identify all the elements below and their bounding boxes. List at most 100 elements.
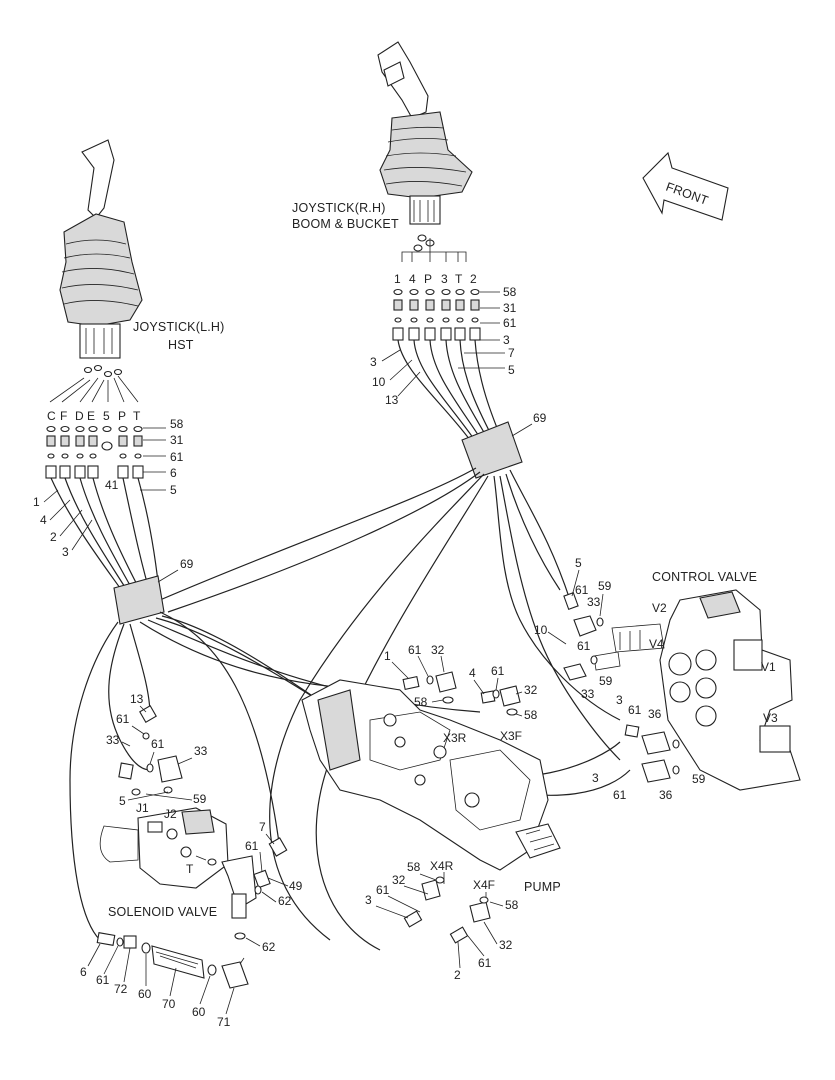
callout-rh-7: 7 (508, 346, 515, 360)
joystick-rh: JOYSTICK(R.H) BOOM & BUCKET (292, 41, 473, 262)
callout-b-32b: 32 (499, 938, 513, 952)
callout-cv-36a: 36 (648, 707, 662, 721)
callout-lh-2: 2 (50, 530, 57, 544)
callout-band-69-top: 69 (533, 411, 547, 425)
lh-port-e: E (87, 409, 95, 423)
callout-s-60a: 60 (138, 987, 152, 1001)
callout-lh-5: 5 (170, 483, 177, 497)
joystick-lh: JOYSTICK(L.H) HST (49, 139, 225, 403)
callout-lh-61: 61 (170, 450, 184, 464)
lh-port-5: 5 (103, 409, 110, 423)
callout-b-32: 32 (392, 873, 406, 887)
pump-title: PUMP (524, 880, 561, 894)
port-v3: V3 (763, 711, 778, 725)
control-valve: CONTROL VALVE V2 V4 V1 V3 (563, 570, 801, 791)
pump-top-fittings: 1 61 32 58 4 61 32 58 (384, 643, 538, 722)
callout-cv-59a: 59 (598, 579, 612, 593)
joystick-lh-callouts: 58 31 61 6 5 41 1 4 2 3 (33, 417, 184, 559)
callout-l-61b: 61 (151, 737, 165, 751)
control-valve-title: CONTROL VALVE (652, 570, 757, 584)
port-j2: J2 (164, 807, 177, 821)
hose-clamp-69-upper (461, 421, 523, 479)
callout-s-61: 61 (96, 973, 110, 987)
port-t: T (186, 862, 194, 876)
callout-p-58a: 58 (414, 695, 428, 709)
joystick-lh-title-line1: JOYSTICK(L.H) (133, 320, 225, 334)
callout-rh-3: 3 (503, 333, 510, 347)
callout-b-58b: 58 (505, 898, 519, 912)
callout-b-61: 61 (376, 883, 390, 897)
callout-l-61: 61 (116, 712, 130, 726)
solenoid-line-parts: 6 61 72 60 70 60 71 (80, 932, 249, 1029)
rh-port-t: T (455, 272, 463, 286)
callout-p-32b: 32 (524, 683, 538, 697)
callout-lh-41: 41 (105, 478, 119, 492)
left-fittings: 13 61 33 61 33 5 59 (106, 692, 208, 808)
callout-s-71: 71 (217, 1015, 231, 1029)
callout-lh-6: 6 (170, 466, 177, 480)
callout-cv-61a: 61 (575, 583, 589, 597)
callout-l-33a: 33 (106, 733, 120, 747)
callout-p-32a: 32 (431, 643, 445, 657)
callout-s-60b: 60 (192, 1005, 206, 1019)
hose-clamp-69-lower (113, 575, 165, 625)
callout-cv-59b: 59 (599, 674, 613, 688)
callout-rh-31: 31 (503, 301, 517, 315)
callout-p-4: 4 (469, 666, 476, 680)
callout-l-5: 5 (119, 794, 126, 808)
callout-cv-10: 10 (534, 623, 548, 637)
port-x4f: X4F (473, 878, 495, 892)
callout-cv-5: 5 (575, 556, 582, 570)
callout-cv-36b: 36 (659, 788, 673, 802)
callout-lh-4: 4 (40, 513, 47, 527)
pump-bottom-fittings: 58 32 61 3 58 32 61 2 (365, 860, 519, 982)
callout-s-6: 6 (80, 965, 87, 979)
callout-lh-1: 1 (33, 495, 40, 509)
rh-port-1: 1 (394, 272, 401, 286)
pump: PUMP X3R X3F X4R X4F (301, 679, 561, 900)
callout-b-58: 58 (407, 860, 421, 874)
callout-cv-59c: 59 (692, 772, 706, 786)
callout-p-61b: 61 (491, 664, 505, 678)
callout-cv-3a: 3 (616, 693, 623, 707)
callout-cv-3b: 3 (592, 771, 599, 785)
port-x3r: X3R (443, 731, 467, 745)
rh-port-p: P (424, 272, 432, 286)
callout-l-59: 59 (193, 792, 207, 806)
callout-b-61b: 61 (478, 956, 492, 970)
joystick-lh-fittings (45, 425, 144, 479)
joystick-rh-callouts: 58 31 61 3 7 5 3 10 13 (370, 285, 517, 407)
joystick-rh-fittings (392, 288, 481, 341)
port-v2: V2 (652, 601, 667, 615)
callout-lh-58: 58 (170, 417, 184, 431)
callout-s-72: 72 (114, 982, 128, 996)
callout-rh-3b: 3 (370, 355, 377, 369)
callout-cv-33b: 33 (581, 687, 595, 701)
callout-p-58b: 58 (524, 708, 538, 722)
callout-rh-10: 10 (372, 375, 386, 389)
callout-p-1: 1 (384, 649, 391, 663)
callout-rh-58: 58 (503, 285, 517, 299)
callout-m-7: 7 (259, 820, 266, 834)
rh-port-4: 4 (409, 272, 416, 286)
hose-bundle: 69 69 (50, 339, 631, 951)
callout-m-62a: 62 (278, 894, 292, 908)
callout-l-33b: 33 (194, 744, 208, 758)
lh-port-t: T (133, 409, 141, 423)
callout-cv-61d: 61 (613, 788, 627, 802)
solenoid-valve: J1 J2 T SOLENOID VALVE (99, 801, 288, 940)
port-x4r: X4R (430, 859, 454, 873)
lh-port-c: C (47, 409, 56, 423)
joystick-lh-title-line2: HST (168, 338, 194, 352)
joystick-rh-title-line1: JOYSTICK(R.H) (292, 201, 386, 215)
joystick-rh-port-labels: 1 4 P 3 T 2 (394, 272, 477, 286)
port-v4: V4 (649, 637, 664, 651)
control-valve-callouts: 5 61 59 33 10 61 59 33 3 61 36 3 61 36 5… (534, 556, 706, 802)
rh-port-2: 2 (470, 272, 477, 286)
callout-m-49: 49 (289, 879, 303, 893)
callout-s-70: 70 (162, 997, 176, 1011)
callout-rh-5: 5 (508, 363, 515, 377)
callout-cv-33a: 33 (587, 595, 601, 609)
lh-port-p: P (118, 409, 126, 423)
lh-port-d: D (75, 409, 84, 423)
